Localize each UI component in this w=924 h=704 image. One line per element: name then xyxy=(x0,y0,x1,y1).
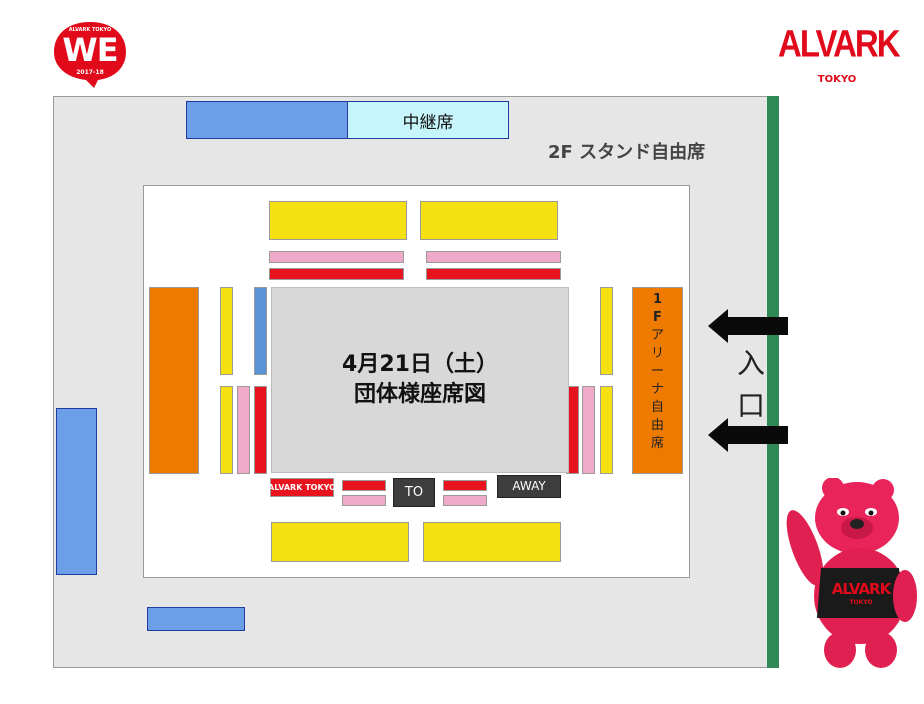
seat-column-left-yellow-upper xyxy=(220,287,233,375)
alvark-logo: ALVARK TOKYO xyxy=(778,22,901,92)
seat-column-left-red xyxy=(254,386,267,474)
alvark-logo-sub: TOKYO xyxy=(817,74,857,85)
seat-column-left-yellow-lower xyxy=(220,386,233,474)
arena-free-seat-char: F xyxy=(653,310,662,325)
alvark-logo-text: ALVARK xyxy=(778,22,901,65)
home-bench-banner: ALVARK TOKYO xyxy=(268,478,336,497)
seat-block-bottom-right xyxy=(423,522,561,562)
away-bench-box: AWAY xyxy=(497,475,561,498)
left-blue-block xyxy=(56,408,97,575)
bottom-blue-block xyxy=(147,607,245,631)
entrance-label-char: 入 xyxy=(737,347,766,380)
mascot-shirt-text: ALVARK xyxy=(831,580,891,598)
seat-row-top-red-right xyxy=(426,268,561,280)
stand-label: 2F スタンド自由席 xyxy=(548,142,706,163)
we-logo-text: WE xyxy=(62,31,118,69)
seating-chart-title: 団体様座席図 xyxy=(353,382,486,407)
table-official-box: TO xyxy=(393,478,435,507)
seat-block-bottom-left xyxy=(271,522,409,562)
arena-free-seat-char: ア xyxy=(650,328,664,343)
seat-column-right-pink xyxy=(582,386,595,474)
broadcast-blue-block xyxy=(186,101,348,139)
broadcast-label: 中継席 xyxy=(402,112,454,133)
table-official-label: TO xyxy=(404,485,424,500)
broadcast-seats: 中継席 xyxy=(347,101,509,139)
seat-column-left-pink xyxy=(237,386,250,474)
entrance-arrow-lower-icon xyxy=(708,418,788,452)
entrance-arrow-upper-icon xyxy=(708,309,788,343)
mascot-shirt-sub: TOKYO xyxy=(849,599,873,606)
court-area: 4月21日（土） 団体様座席図 xyxy=(271,287,569,473)
arena-free-seat-char: ナ xyxy=(650,382,664,397)
seat-block-left-orange xyxy=(149,287,199,474)
we-logo-top-text: ALVARK TOKYO xyxy=(68,27,112,33)
arena-free-seat-char: リ xyxy=(650,346,664,361)
mascot-illustration: ALVARK TOKYO xyxy=(785,477,920,670)
entrance-wall xyxy=(767,96,779,668)
seat-block-top-right xyxy=(420,201,558,240)
seat-column-right-yellow-upper xyxy=(600,287,613,375)
home-bench-label: ALVARK TOKYO xyxy=(268,483,336,492)
arena-free-seat-char: ー xyxy=(650,364,664,379)
seat-column-right-yellow-lower xyxy=(600,386,613,474)
bench-row-red-left xyxy=(342,480,386,491)
we-logo-year: 2017-18 xyxy=(76,69,104,76)
arena-free-seat-char: 由 xyxy=(650,418,664,433)
seat-row-top-pink-left xyxy=(269,251,404,263)
bench-row-pink-left xyxy=(342,495,386,506)
arena-free-seat-char: 1 xyxy=(652,292,663,307)
seat-column-left-blue xyxy=(254,287,267,375)
seat-row-top-red-left xyxy=(269,268,404,280)
arena-free-seat-block: 1 F ア リ ー ナ 自 由 席 xyxy=(632,287,683,474)
event-date-title: 4月21日（土） xyxy=(342,352,498,377)
bench-row-red-right xyxy=(443,480,487,491)
arena-free-seat-char: 席 xyxy=(650,436,664,451)
bench-row-pink-right xyxy=(443,495,487,506)
seat-row-top-pink-right xyxy=(426,251,561,263)
arena-free-seat-char: 自 xyxy=(650,400,664,415)
away-bench-label: AWAY xyxy=(512,479,546,493)
seat-block-top-left xyxy=(269,201,407,240)
entrance-label-char: 口 xyxy=(737,389,766,422)
we-logo: ALVARK TOKYO WE 2017-18 xyxy=(50,18,130,88)
